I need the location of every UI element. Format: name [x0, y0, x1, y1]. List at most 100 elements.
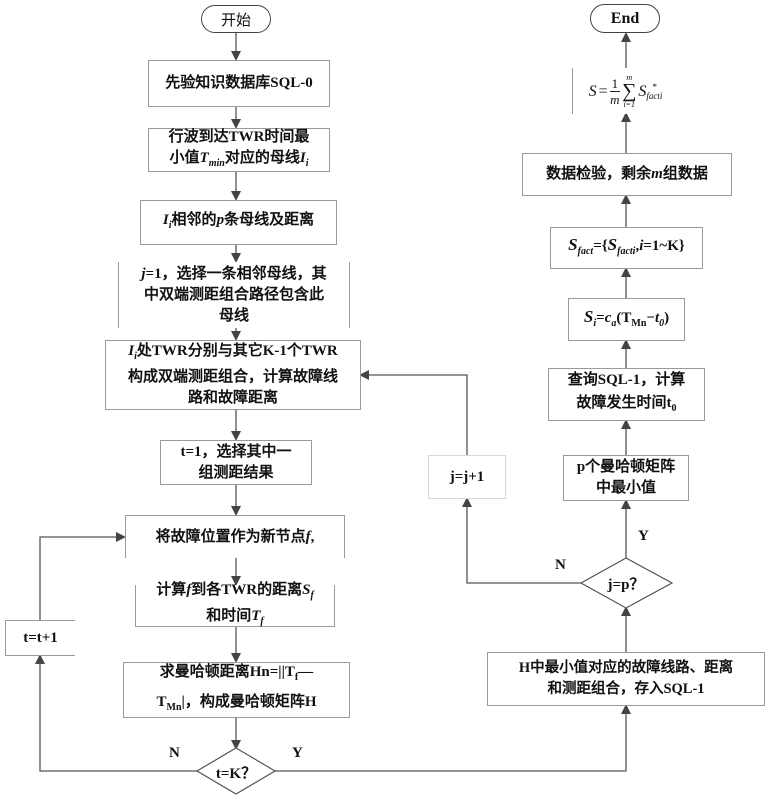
start-terminal: 开始 — [201, 5, 271, 33]
step-si-formula: Si=ca(TMn−t0) — [568, 298, 685, 341]
pmin-line1: p个曼哈顿矩阵 — [576, 459, 676, 475]
sfact-symbol: Sfact — [568, 235, 593, 257]
t-init: t=1 — [180, 443, 202, 460]
step9-line1: 求曼哈顿距离Hn=||Tf— — [160, 660, 314, 690]
s-letter: S — [568, 235, 578, 254]
bus-symbol: Ii — [163, 212, 172, 231]
bus-sub: i — [168, 219, 172, 231]
step6-text-a: ，选择其中一 — [201, 443, 292, 460]
bus-symbol: Ii — [128, 343, 137, 362]
decision-j-label: j=p？ — [607, 577, 645, 593]
sfacti-symbol: Sfacti — [608, 235, 636, 257]
pmin-line2: 中最小值 — [595, 480, 656, 496]
twr-label: TWR — [301, 343, 338, 359]
s-sub: facti — [617, 246, 636, 257]
step3-text-b: 条母线及距离 — [224, 211, 315, 228]
decision-t-yes-label: Y — [292, 745, 303, 761]
step4-eq: =1 — [145, 265, 162, 282]
step5-text-a: 处 — [136, 343, 152, 359]
check-text-a: 数据检验，剩余 — [546, 166, 652, 182]
step1-text: 先验知识数据库SQL-0 — [165, 75, 313, 91]
step5-line2: 构成双端测距组合，计算故障线 — [127, 369, 338, 385]
s-letter: S — [302, 581, 311, 598]
end-label: End — [610, 9, 640, 27]
step7-text-a: 将故障位置作为新节点 — [155, 528, 306, 545]
sfact-range: =1~K} — [643, 238, 685, 254]
sfact-eq: ={ — [593, 238, 608, 254]
step-prior-knowledge-db: 先验知识数据库SQL-0 — [148, 60, 330, 107]
step3-text-a: 相邻的 — [171, 211, 217, 228]
step2-line2: 小值Tmin对应的母线Ii — [170, 148, 309, 174]
step6-line2: 组测距结果 — [198, 464, 274, 481]
formula-s: S — [588, 82, 597, 100]
c-sub: a — [611, 317, 617, 329]
ca-symbol: ca — [604, 309, 617, 329]
arrow-decision-t-yes — [274, 704, 631, 772]
check-text-b: 组数据 — [662, 166, 708, 182]
bus-sub: i — [134, 351, 137, 362]
s-sub: f — [310, 589, 314, 601]
step5-text-b: 分别与其它 — [187, 343, 263, 359]
step5-line1: Ii处TWR分别与其它K-1个TWR — [128, 341, 338, 367]
step5-line3: 路和故障距离 — [187, 390, 278, 406]
step6-line1: t=1，选择其中一 — [180, 442, 291, 463]
term-sup: * — [652, 81, 657, 92]
p-symbol: p — [216, 211, 225, 228]
s-sub: i — [593, 317, 597, 329]
decision-j-yes-label: Y — [638, 528, 649, 544]
start-label: 开始 — [220, 10, 251, 29]
si-close: ) — [664, 309, 670, 326]
step-two-end-ranging: Ii处TWR分别与其它K-1个TWR 构成双端测距组合，计算故障线 路和故障距离 — [105, 340, 361, 410]
tmn-sub: Mn — [631, 317, 647, 329]
j-symbol: j — [141, 265, 146, 282]
t-letter: t — [654, 309, 660, 326]
si-symbol: Si — [584, 307, 597, 329]
bus-symbol: Ii — [299, 149, 309, 169]
query-text: 故障发生时间 — [576, 395, 667, 411]
formula-eq: = — [598, 82, 608, 100]
step4-line3: 母线 — [218, 307, 249, 324]
sfact-text: Sfact={Sfacti,i=1~K} — [568, 234, 685, 262]
step3-text: Ii相邻的p条母线及距离 — [163, 210, 314, 236]
arrow-decision-t-no — [35, 654, 198, 772]
step8-text-c: 的距离 — [257, 581, 303, 598]
step8-line2: 和时间Tf — [206, 606, 264, 632]
c-letter: c — [604, 309, 612, 326]
step2-text-a: 小值 — [169, 149, 200, 166]
sf-symbol: Sf — [302, 581, 314, 601]
dash: — — [298, 664, 314, 680]
f-symbol: f — [186, 581, 192, 598]
sum-upper: m — [626, 73, 633, 82]
hn-formula: Hn=||T — [249, 664, 295, 680]
step4-text-a: ，选择一条相邻母线，其 — [161, 265, 327, 282]
tmin-sub: min — [208, 157, 225, 169]
m-symbol: m — [651, 166, 663, 182]
h-matrix: H — [304, 694, 317, 710]
t0-letter: t — [666, 395, 672, 411]
step5-text-c: 个 — [286, 343, 302, 359]
bus-i: I — [299, 149, 306, 166]
tmin-t: T — [199, 149, 209, 166]
step8-text-a: 计算 — [156, 581, 187, 598]
step-p-matrix-min: p个曼哈顿矩阵 中最小值 — [563, 455, 689, 501]
hmin-line1: H中最小值对应的故障线路、距离 — [518, 660, 734, 676]
decision-j-diamond — [579, 557, 674, 609]
bus-i: I — [128, 343, 135, 359]
si-open: (T — [616, 309, 632, 326]
step-select-ranging-result: t=1，选择其中一 组测距结果 — [160, 440, 312, 485]
arrow-decision-j-no — [462, 497, 582, 584]
hmin-line2: 和测距组合，存入SQL-1 — [547, 681, 705, 697]
si-eq: = — [596, 309, 605, 326]
bus-sub: i — [305, 157, 309, 169]
sfact-sep: , — [635, 238, 640, 254]
step-select-adjacent-bus: j=1，选择一条相邻母线，其 中双端测距组合路径包含此 母线 — [118, 262, 350, 328]
t-letter: T — [251, 607, 261, 624]
step4-line1: j=1，选择一条相邻母线，其 — [141, 264, 326, 285]
si-minus: − — [646, 309, 655, 326]
tf-sub: f — [294, 672, 299, 683]
step9-text-a: 求曼哈顿距离 — [159, 664, 250, 680]
t-sub: f — [260, 615, 264, 627]
decision-t-diamond — [195, 747, 277, 795]
decision-t-no-label: N — [169, 745, 180, 761]
